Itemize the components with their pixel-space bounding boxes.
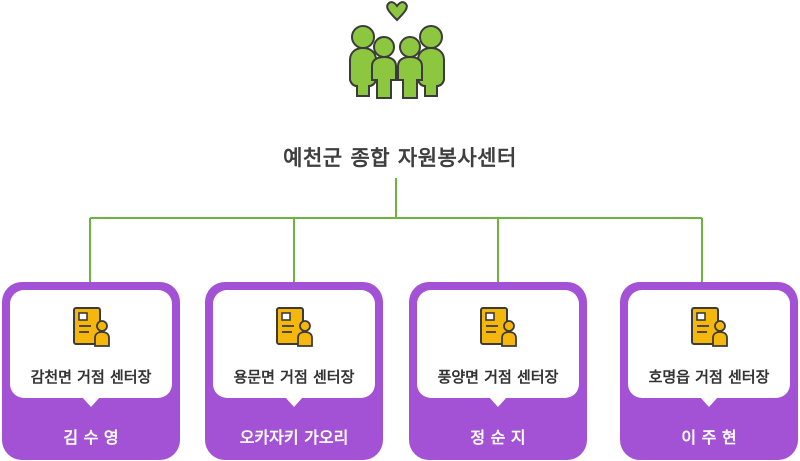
org-title: 예천군 종합 자원봉사센터 <box>283 146 517 170</box>
card-info-bubble: 용문면 거점 센터장 <box>213 290 375 407</box>
center-manager-name: 김 수 영 <box>63 428 119 447</box>
card-info-bubble: 풍양면 거점 센터장 <box>417 290 579 407</box>
center-manager-name: 정 순 지 <box>470 428 526 447</box>
family-heart-icon <box>349 1 445 99</box>
center-card-gamcheon: 감천면 거점 센터장 김 수 영 <box>2 282 180 460</box>
card-info-bubble: 호명읍 거점 센터장 <box>628 290 790 407</box>
id-card-icon <box>276 307 313 347</box>
center-card-pungyang: 풍양면 거점 센터장 정 순 지 <box>409 282 587 460</box>
center-role: 호명읍 거점 센터장 <box>648 368 770 386</box>
center-manager-name: 이 주 현 <box>681 428 737 447</box>
center-role: 용문면 거점 센터장 <box>233 368 355 386</box>
center-card-yongmun: 용문면 거점 센터장 오카자키 가오리 <box>205 282 383 460</box>
center-role: 풍양면 거점 센터장 <box>437 368 559 386</box>
id-card-icon <box>480 307 517 347</box>
id-card-icon <box>691 307 728 347</box>
card-info-bubble: 감천면 거점 센터장 <box>10 290 172 407</box>
center-card-homyeong: 호명읍 거점 센터장 이 주 현 <box>620 282 798 460</box>
center-role: 감천면 거점 센터장 <box>30 368 152 386</box>
center-manager-name: 오카자키 가오리 <box>239 428 349 447</box>
id-card-icon <box>73 307 110 347</box>
